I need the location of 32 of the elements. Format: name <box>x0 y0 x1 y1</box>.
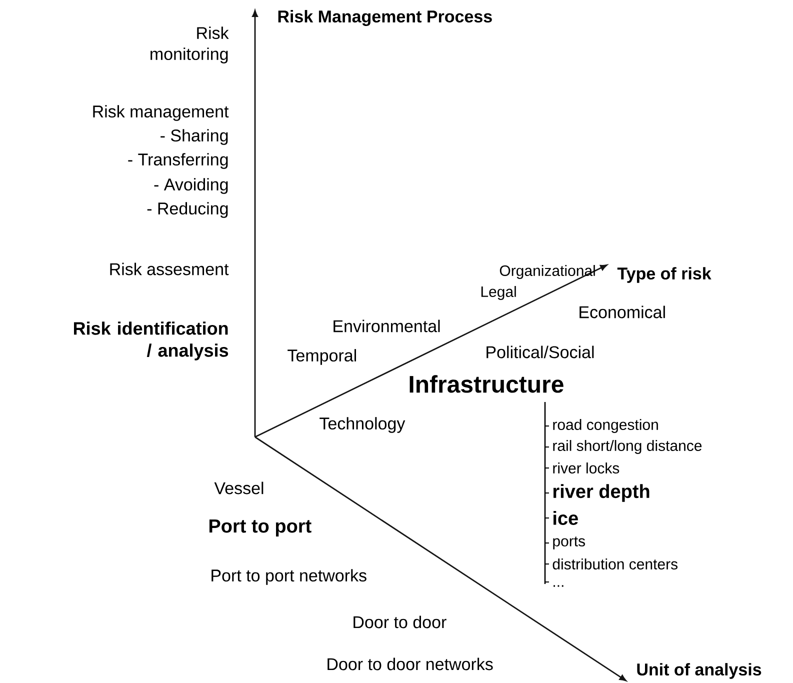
label-text: Risk assesment <box>110 262 229 276</box>
label-text: - Avoiding <box>154 178 228 194</box>
list-item: ports <box>553 536 585 550</box>
list-item: rail short/long distance <box>553 440 702 454</box>
label-text: Port to port <box>209 519 312 536</box>
label-text: Economical <box>580 306 665 318</box>
label-text: - Reducing <box>147 202 228 218</box>
label-text: Temporal <box>288 349 356 365</box>
list-item: river depth <box>553 484 650 502</box>
list-item: ice <box>554 511 578 525</box>
label-text: - Sharing <box>160 129 228 145</box>
label-text: Risk monitoring <box>150 26 229 64</box>
label-text: Technology <box>320 417 406 433</box>
axis-title: Type of risk <box>617 267 712 283</box>
label-text: - Transferring <box>128 153 228 169</box>
label-text: Environmental <box>334 320 440 332</box>
label-text: Vessel <box>214 482 264 494</box>
label-text: Risk identification / analysis <box>74 322 228 360</box>
label-text: Infrastructure <box>410 375 564 393</box>
list-item: ... <box>554 585 564 587</box>
label-text: Door to door networks <box>328 658 493 670</box>
list-item: distribution centers <box>552 558 678 570</box>
label-text: Port to port networks <box>212 569 366 585</box>
label-text: Risk management <box>93 105 229 121</box>
list-item: road congestion <box>553 419 658 433</box>
axis-title: Risk Management Process <box>278 10 492 26</box>
axis-title: Unit of analysis <box>637 663 762 679</box>
label-text: Political/Social <box>486 346 594 358</box>
list-item: river locks <box>553 462 620 474</box>
label-text: Door to door <box>354 616 446 628</box>
label-text: Organizational <box>500 265 595 279</box>
label-text: Legal <box>481 286 516 300</box>
